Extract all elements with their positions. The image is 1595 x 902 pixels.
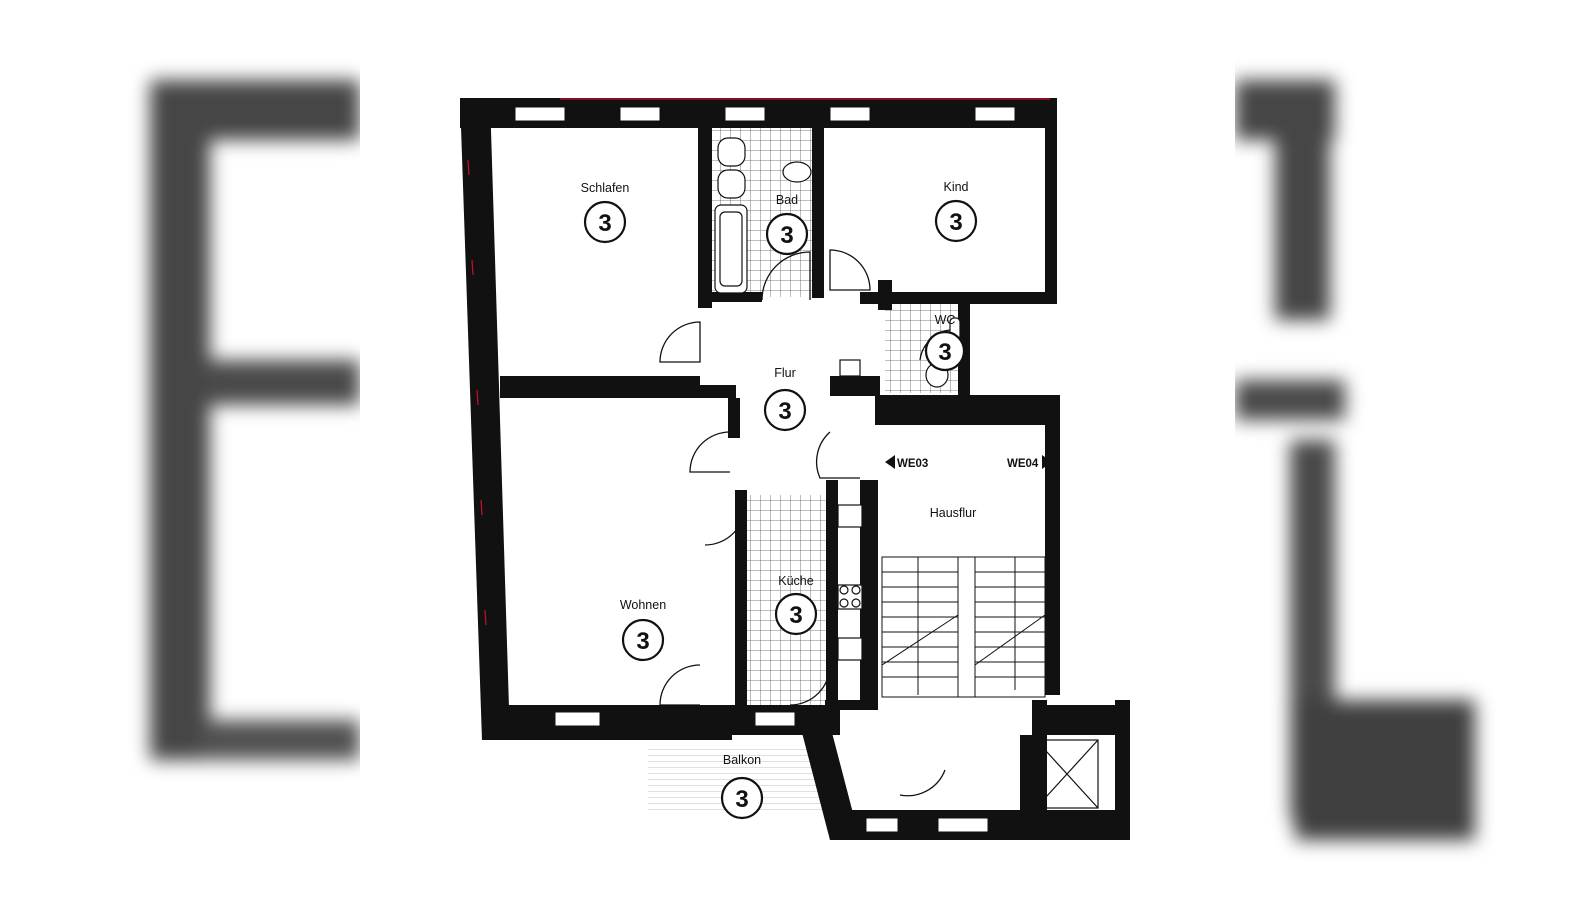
room-number-kueche: 3 [789,602,802,629]
floor-plan: Schlafen 3 Bad 3 Kind 3 WC 3 Flur 3 Wohn… [460,98,1130,840]
room-label-kind: Kind [943,180,968,194]
staircase [881,556,1046,698]
unit-label-we03: WE03 [897,458,928,470]
blurred-background-left [0,0,360,897]
room-label-schlafen: Schlafen [581,181,630,195]
arrow-we03-icon [885,455,895,469]
arrow-we04-icon [1042,455,1052,469]
room-label-flur: Flur [774,366,796,380]
room-label-wohnen: Wohnen [620,598,666,612]
room-number-bad: 3 [780,222,793,249]
room-badge-flur [763,388,807,432]
room-number-balkon: 3 [735,786,748,813]
blurred-background-right [1235,0,1595,897]
room-badge-wc [924,330,966,372]
room-number-wc: 3 [938,339,951,366]
room-number-flur: 3 [778,398,791,425]
room-number-wohnen: 3 [636,628,649,655]
room-number-kind: 3 [949,209,962,236]
room-label-wc: WC [935,313,956,327]
floor-plan-sheet: Schlafen 3 Bad 3 Kind 3 WC 3 Flur 3 Wohn… [360,0,1235,897]
room-badge-schlafen [583,200,627,244]
room-badge-wohnen [621,618,665,662]
doors [659,249,951,797]
room-label-kueche: Küche [778,574,813,588]
windows [514,106,1016,833]
room-label-balkon: Balkon [723,753,761,767]
room-number-schlafen: 3 [598,210,611,237]
shaft [1035,739,1099,809]
room-badge-balkon [720,776,764,820]
room-label-bad: Bad [776,193,798,207]
sanitary-fixtures [714,137,961,661]
unit-label-we04: WE04 [1007,458,1039,470]
room-badge-bad [765,212,809,256]
room-badge-kind [934,199,978,243]
wall-accent-marks [467,98,1050,626]
room-badge-kueche [774,592,818,636]
hausflur-label: Hausflur [930,506,977,520]
